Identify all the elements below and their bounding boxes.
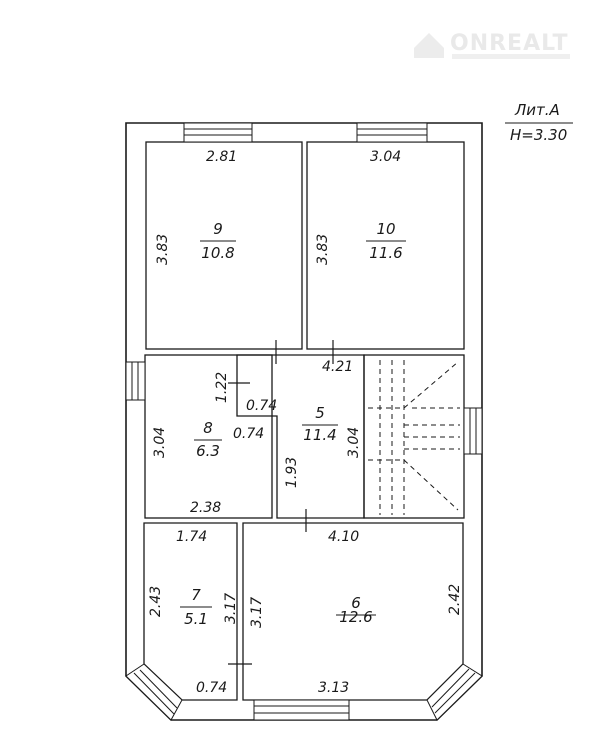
- windows: [125, 122, 483, 721]
- window-bottom-right-bay: [426, 663, 483, 721]
- room-7-number: 7: [191, 586, 201, 604]
- window-bottom-left-bay: [125, 663, 183, 721]
- dim-r8-left: 3.04: [152, 427, 168, 458]
- dim-r9-top: 2.81: [206, 149, 237, 165]
- room-6-area: 12.6: [339, 608, 372, 626]
- dim-r5-niche-h1: 0.74: [246, 398, 277, 414]
- dim-r10-left: 3.83: [315, 234, 331, 265]
- room-labels: 9 10.8 10 11.6 8 6.3 5 11.4 7 5.1 6 12.6: [180, 220, 406, 628]
- window-top-right: [356, 122, 428, 143]
- dim-r5-niche-v: 1.22: [214, 372, 230, 403]
- dim-r6-top: 4.10: [328, 529, 359, 545]
- liter-label: Лит.А: [514, 101, 560, 119]
- room-6-number: 6: [351, 594, 361, 612]
- dim-r5-niche-h2: 0.74: [233, 426, 264, 442]
- watermark-subline: [452, 54, 570, 59]
- watermark-brand: ONREALT: [450, 31, 569, 56]
- dim-r8-bottom: 2.38: [190, 500, 221, 516]
- room-9-area: 10.8: [201, 244, 234, 262]
- title-block: Лит.А H=3.30: [505, 101, 573, 144]
- room-10-area: 11.6: [369, 244, 402, 262]
- dim-r6-right: 2.42: [447, 584, 463, 615]
- dim-r7-right: 3.17: [223, 593, 239, 624]
- staircase: [368, 360, 460, 515]
- room-7-area: 5.1: [184, 610, 208, 628]
- outer-wall-outline: [125, 122, 483, 721]
- dimension-labels: 2.81 3.04 3.83 3.83 4.21 1.22 0.74 0.74 …: [148, 149, 463, 696]
- room-8-number: 8: [203, 419, 213, 437]
- room-7-outline: [143, 522, 238, 701]
- room-8-outline: [144, 354, 273, 519]
- dim-r5-right: 3.04: [346, 427, 362, 458]
- window-right: [463, 407, 483, 455]
- watermark: ONREALT: [414, 31, 570, 59]
- room-10-number: 10: [376, 220, 395, 238]
- height-label: H=3.30: [510, 126, 567, 144]
- room-5-area: 11.4: [303, 426, 336, 444]
- dim-r5-left: 1.93: [284, 457, 300, 488]
- house-logo-icon: [414, 33, 444, 58]
- door-marks: [228, 340, 334, 665]
- room-9-number: 9: [213, 220, 223, 238]
- dim-r7-top: 1.74: [176, 529, 207, 545]
- dim-r9-left: 3.83: [155, 234, 171, 265]
- window-bottom: [253, 699, 350, 721]
- room-5-number: 5: [315, 404, 325, 422]
- dim-r6-bottom: 3.13: [318, 680, 349, 696]
- dim-r10-top: 3.04: [370, 149, 401, 165]
- dim-r5-top: 4.21: [322, 359, 353, 375]
- dim-r6-left: 3.17: [249, 597, 265, 628]
- dim-r7-bottom: 0.74: [196, 680, 227, 696]
- window-top-left: [183, 122, 253, 143]
- window-left: [125, 361, 146, 401]
- room-8-area: 6.3: [196, 442, 220, 460]
- dim-r7-left: 2.43: [148, 586, 164, 617]
